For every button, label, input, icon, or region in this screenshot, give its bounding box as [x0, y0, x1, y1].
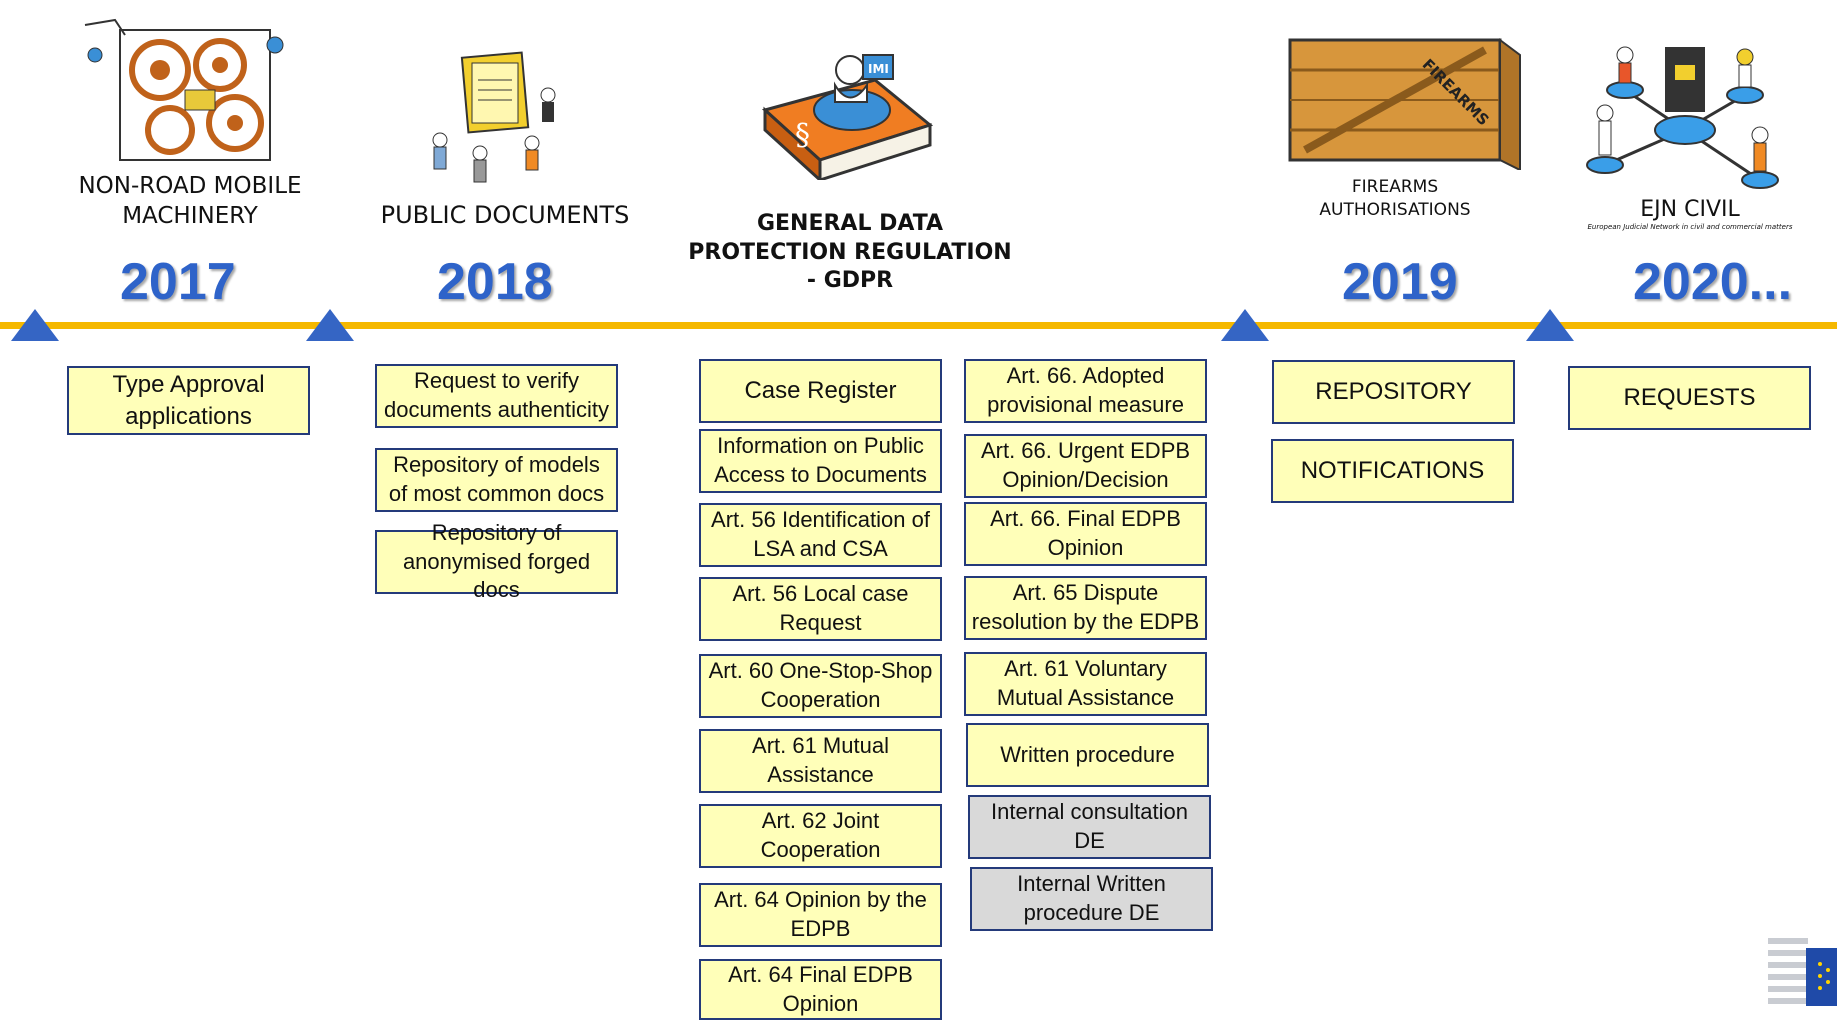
timeline-marker-2017: [11, 309, 59, 341]
box-art61-voluntary: Art. 61 Voluntary Mutual Assistance: [964, 652, 1207, 716]
svg-text:§: §: [795, 118, 810, 153]
box-art56-local-case: Art. 56 Local case Request: [699, 577, 942, 641]
firearms-crate-illustration-icon: FIREARMS: [1288, 38, 1521, 170]
timeline-marker-2020: [1526, 309, 1574, 341]
box-written-procedure: Written procedure: [966, 723, 1209, 787]
box-repository-models: Repository of models of most common docs: [375, 448, 618, 512]
year-2020: 2020...: [1633, 253, 1793, 311]
box-repository: REPOSITORY: [1272, 360, 1515, 424]
box-type-approval: Type Approval applications: [67, 366, 310, 435]
year-2018: 2018: [437, 253, 553, 311]
box-art60-oss: Art. 60 One-Stop-Shop Cooperation: [699, 654, 942, 718]
ejn-subcaption: European Judicial Network in civil and c…: [1587, 223, 1793, 231]
box-art56-identification: Art. 56 Identification of LSA and CSA: [699, 503, 942, 567]
box-art61-mutual: Art. 61 Mutual Assistance: [699, 729, 942, 793]
gdpr-book-illustration-icon: IMI §: [761, 54, 934, 180]
ejn-network-illustration-icon: [1586, 46, 1779, 189]
box-art66-adopted: Art. 66. Adopted provisional measure: [964, 359, 1207, 423]
gdpr-caption: GENERAL DATA PROTECTION REGULATION - GDP…: [688, 211, 1012, 294]
box-info-public-access: Information on Public Access to Document…: [699, 429, 942, 493]
box-art66-final: Art. 66. Final EDPB Opinion: [964, 502, 1207, 566]
box-art64-opinion: Art. 64 Opinion by the EDPB: [699, 883, 942, 947]
imi-label: IMI: [868, 62, 889, 76]
box-case-register: Case Register: [699, 359, 942, 423]
timeline-bar: [0, 322, 1837, 329]
year-2019: 2019: [1342, 253, 1458, 311]
box-requests: REQUESTS: [1568, 366, 1811, 430]
eu-flag-logo-icon: [1768, 938, 1837, 1006]
nrmm-caption: NON-ROAD MOBILE MACHINERY: [78, 173, 302, 229]
box-internal-consultation: Internal consultation DE: [968, 795, 1211, 859]
firearms-caption: FIREARMS AUTHORISATIONS: [1319, 177, 1471, 220]
box-notifications: NOTIFICATIONS: [1271, 439, 1514, 503]
box-internal-written: Internal Written procedure DE: [970, 867, 1213, 931]
public-documents-illustration-icon: [432, 51, 556, 183]
box-art62-joint: Art. 62 Joint Cooperation: [699, 804, 942, 868]
box-repository-forged: Repository of anonymised forged docs: [375, 520, 618, 602]
timeline-marker-2018: [306, 309, 354, 341]
ejn-caption: EJN CIVIL: [1640, 197, 1740, 222]
machinery-illustration-icon: [84, 18, 284, 161]
public-documents-caption: PUBLIC DOCUMENTS: [380, 201, 630, 229]
box-art66-urgent: Art. 66. Urgent EDPB Opinion/Decision: [964, 434, 1207, 498]
box-art65-dispute: Art. 65 Dispute resolution by the EDPB: [964, 576, 1207, 640]
timeline-marker-2019: [1221, 309, 1269, 341]
year-2017: 2017: [120, 253, 236, 311]
box-request-verify: Request to verify documents authenticity: [375, 364, 618, 428]
box-art64-final: Art. 64 Final EDPB Opinion: [699, 959, 942, 1020]
